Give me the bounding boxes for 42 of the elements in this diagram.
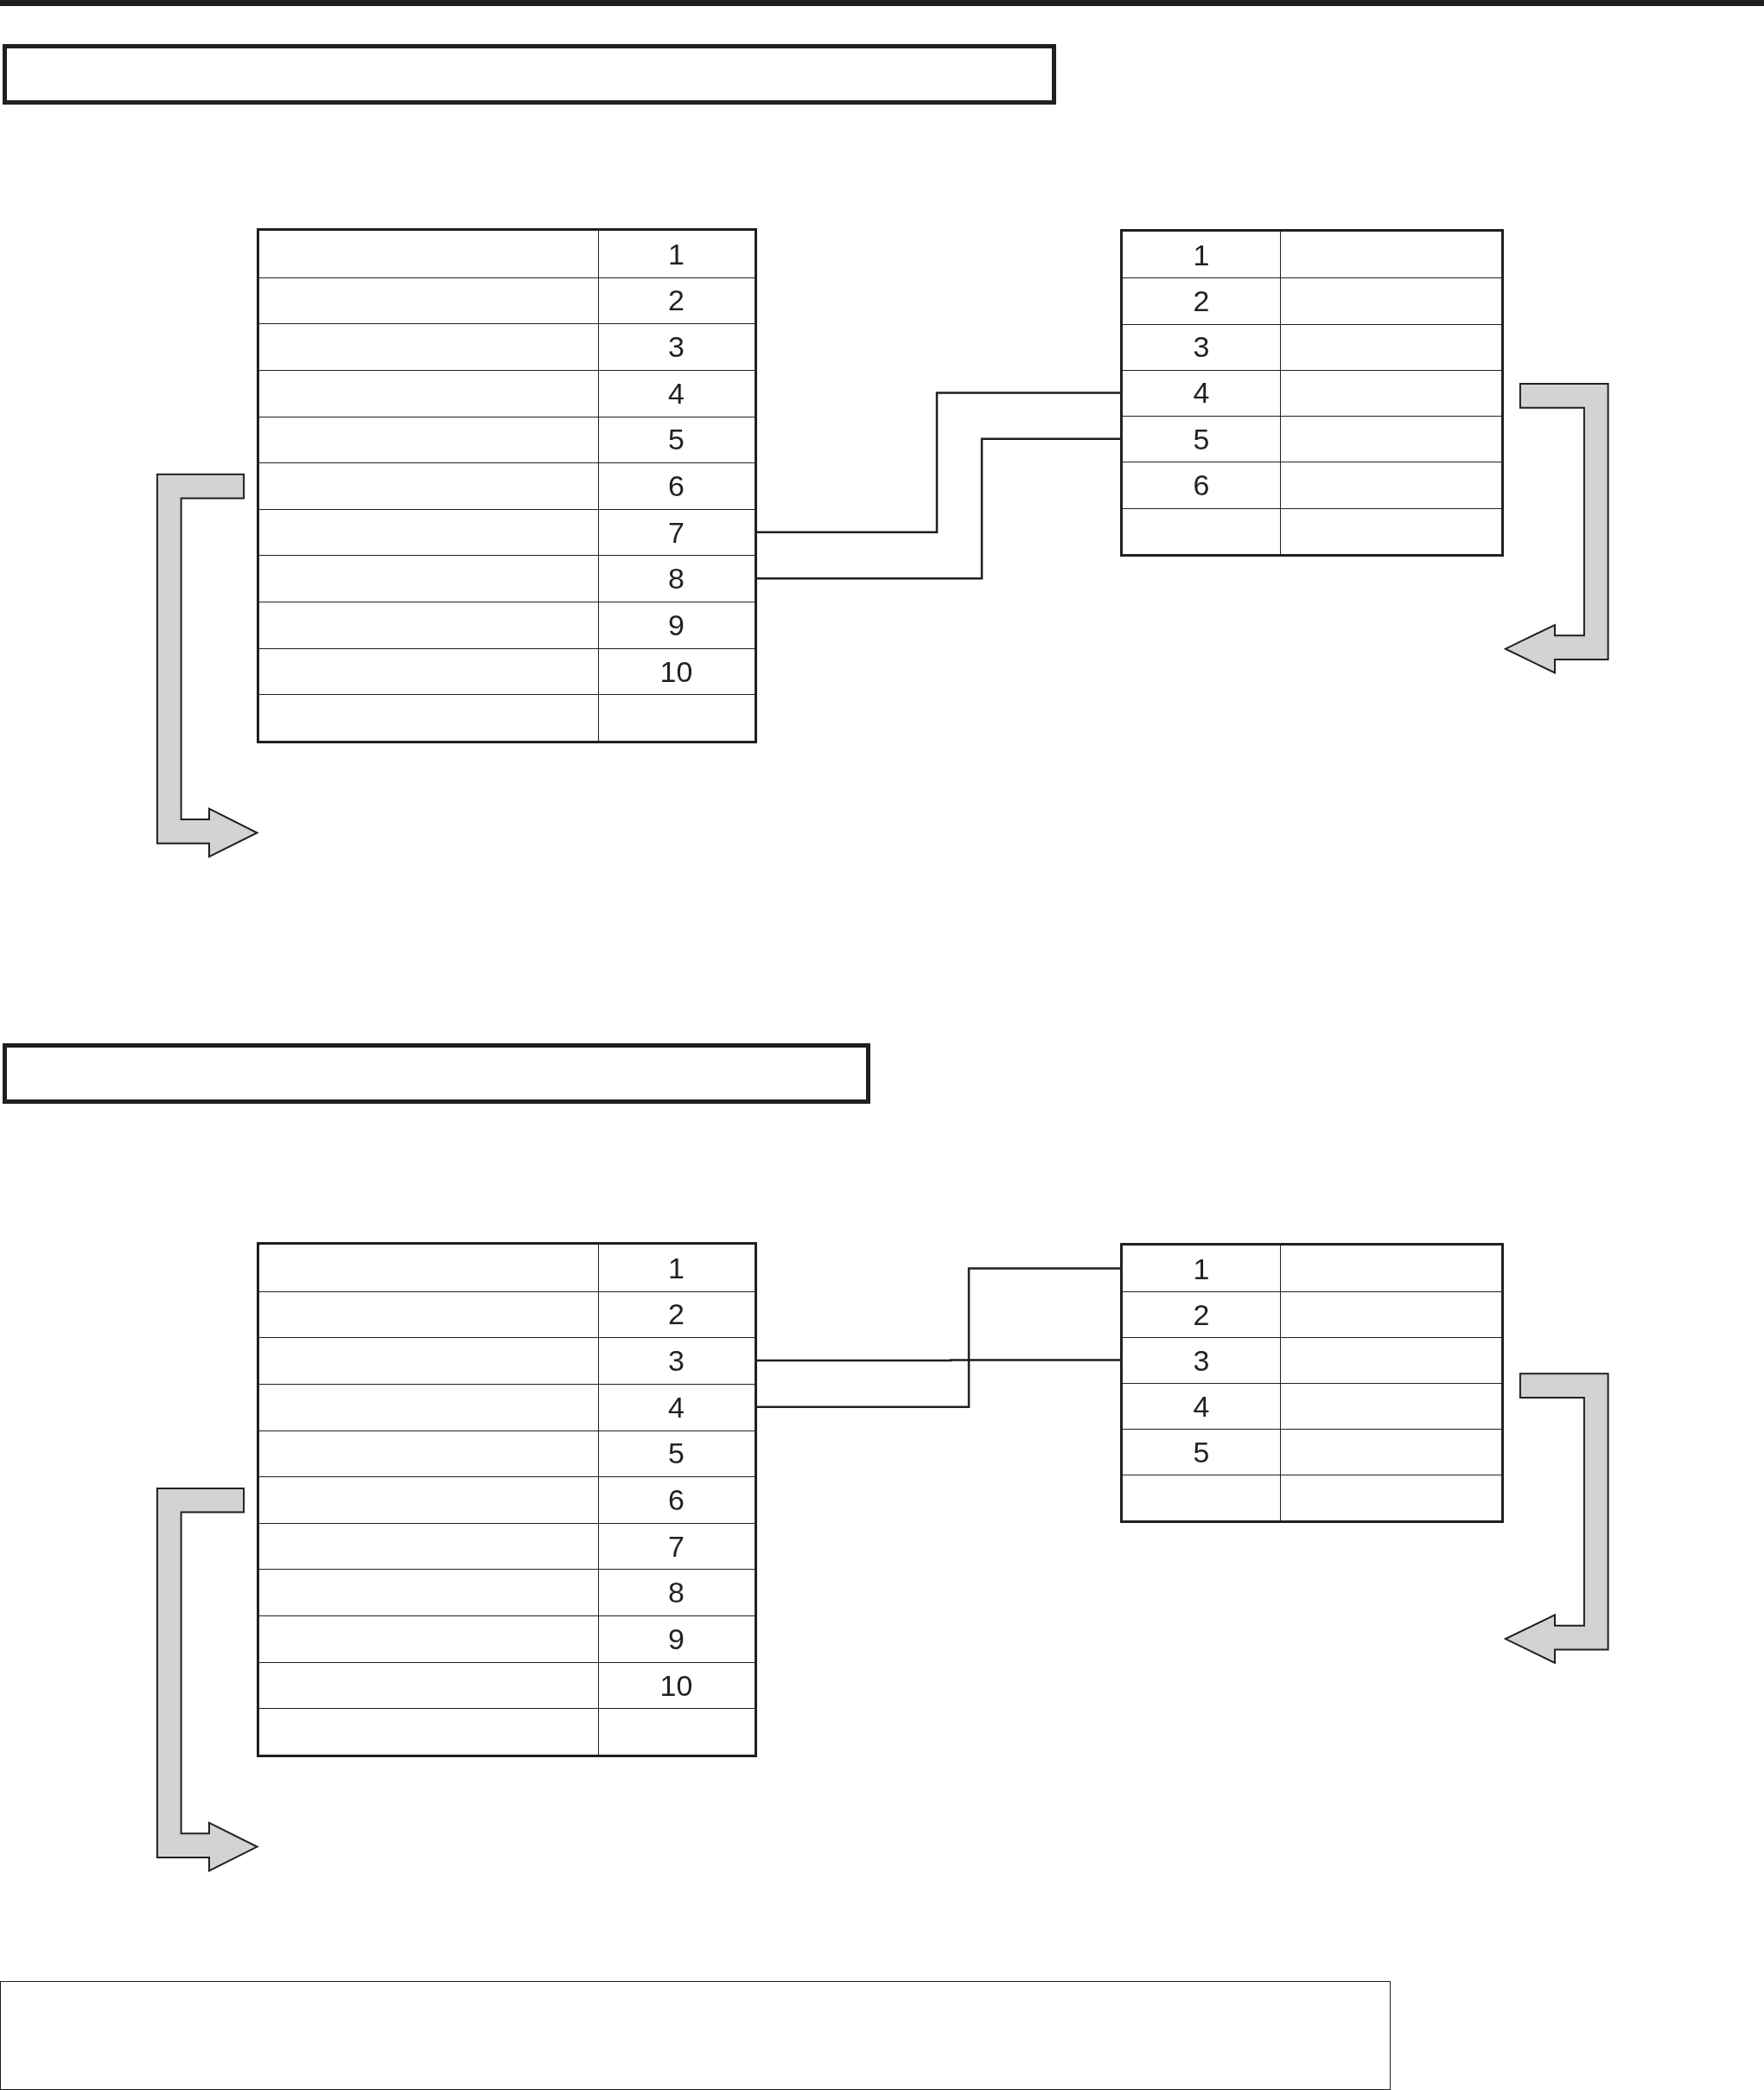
pin-table — [1120, 1243, 1504, 1523]
pin-number: 5 — [1193, 424, 1210, 454]
heading-box — [3, 1043, 870, 1104]
pin-number: 5 — [1193, 1437, 1210, 1467]
pin-number: 1 — [668, 1252, 685, 1283]
pin-number: 4 — [1193, 378, 1210, 408]
pin-number: 6 — [1193, 470, 1210, 500]
wire — [757, 1267, 1120, 1408]
pin-number: 10 — [659, 656, 693, 686]
pin-number: 8 — [668, 1577, 685, 1608]
wire — [757, 1359, 1120, 1362]
pin-number: 1 — [1193, 1253, 1210, 1284]
pin-number: 6 — [668, 471, 685, 500]
pin-number: 4 — [668, 1392, 685, 1422]
pin-number: 3 — [668, 1346, 685, 1376]
pin-table — [1120, 229, 1504, 557]
pin-number: 2 — [1193, 1299, 1210, 1329]
pin-table — [257, 228, 757, 743]
wire — [757, 392, 1120, 533]
pin-number: 7 — [668, 1531, 685, 1561]
pin-table — [257, 1242, 757, 1757]
pin-number: 5 — [668, 1438, 685, 1469]
pin-number: 3 — [668, 332, 685, 362]
pin-number: 9 — [668, 609, 685, 640]
pin-number: 8 — [668, 564, 685, 594]
pin-number: 6 — [668, 1485, 685, 1514]
pin-number: 2 — [1193, 285, 1210, 315]
pin-number: 4 — [668, 378, 685, 408]
note-box — [0, 1981, 1391, 2090]
pin-number: 2 — [668, 1299, 685, 1329]
wire — [757, 437, 1120, 580]
pin-number: 1 — [1193, 239, 1210, 270]
heading-box — [3, 44, 1056, 105]
pin-number: 3 — [1193, 1345, 1210, 1375]
pin-number: 3 — [1193, 332, 1210, 362]
pin-number: 2 — [668, 285, 685, 315]
pin-number: 4 — [1193, 1391, 1210, 1421]
pin-number: 9 — [668, 1623, 685, 1654]
pin-number: 5 — [668, 424, 685, 455]
pin-number: 10 — [659, 1670, 693, 1700]
pin-number: 7 — [668, 517, 685, 547]
pin-number: 1 — [668, 239, 685, 269]
